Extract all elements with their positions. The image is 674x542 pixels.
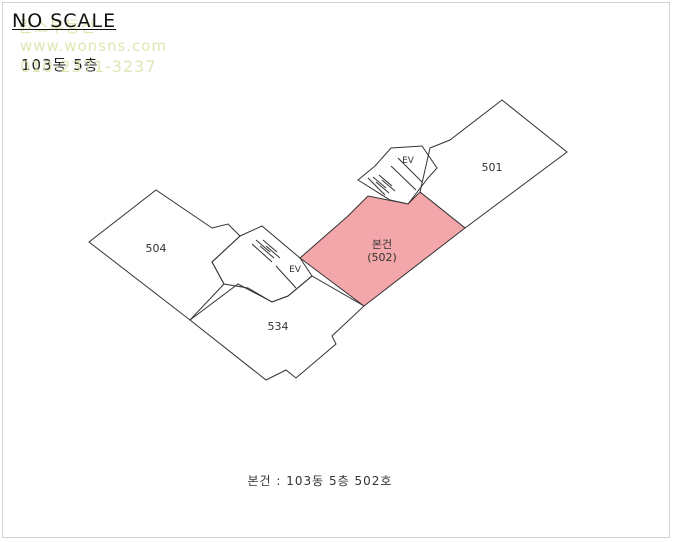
unit-504-outline bbox=[88, 189, 241, 321]
upper-ev-label: EV bbox=[402, 156, 415, 166]
unit-502-label-line2: (502) bbox=[367, 251, 397, 264]
caption: 본건 : 103동 5층 502호 bbox=[247, 474, 393, 488]
unit-502-highlight bbox=[299, 191, 466, 307]
lower-ev-line bbox=[275, 265, 297, 289]
upper-core-divider bbox=[390, 165, 417, 191]
unit-502-label-line1: 본건 bbox=[372, 238, 392, 251]
unit-534-outline bbox=[189, 275, 365, 381]
upper-stair-icon bbox=[367, 174, 396, 196]
lower-stair-icon bbox=[251, 239, 281, 263]
unit-501-label: 501 bbox=[482, 161, 503, 174]
upper-core-outline bbox=[357, 145, 438, 205]
lower-core-outline bbox=[211, 225, 313, 303]
no-scale-label: NO SCALE bbox=[12, 10, 117, 32]
lower-ev-label: EV bbox=[289, 265, 302, 275]
unit-504-label: 504 bbox=[146, 242, 167, 255]
upper-ev-line bbox=[397, 157, 423, 183]
floor-label: 103동 5층 bbox=[21, 56, 99, 74]
unit-534-label: 534 bbox=[268, 320, 289, 333]
